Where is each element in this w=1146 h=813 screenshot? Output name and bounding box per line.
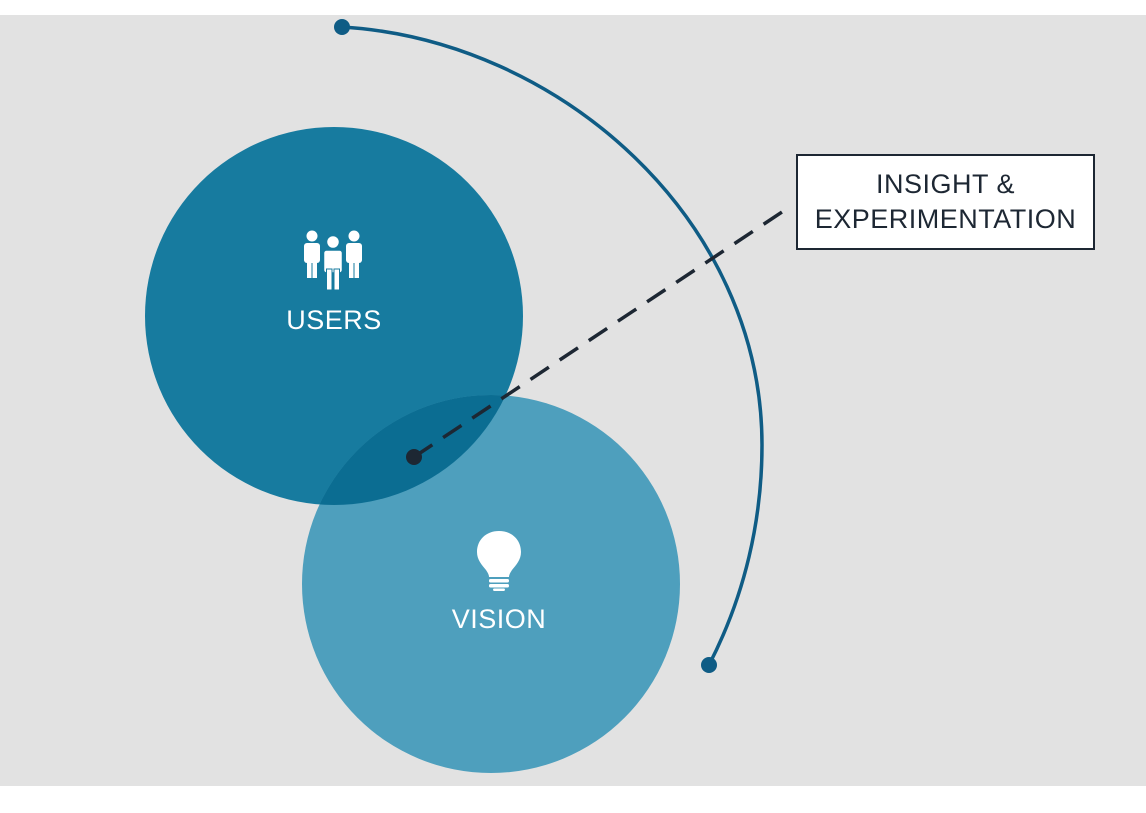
arc-end-dot xyxy=(701,657,717,673)
callout-line-1: INSIGHT & xyxy=(875,169,1016,199)
callout-box: INSIGHT & EXPERIMENTATION xyxy=(796,154,1095,250)
connector-dot xyxy=(406,449,422,465)
users-label: USERS xyxy=(286,305,382,335)
dashed-connector xyxy=(413,208,786,459)
overlap-region xyxy=(302,395,523,505)
arc-start-dot xyxy=(334,19,350,35)
callout-line-2: EXPERIMENTATION xyxy=(814,204,1077,234)
lightbulb-icon xyxy=(477,531,521,591)
arc-line xyxy=(341,25,764,666)
people-icon xyxy=(304,230,362,291)
vision-label: VISION xyxy=(451,604,547,634)
